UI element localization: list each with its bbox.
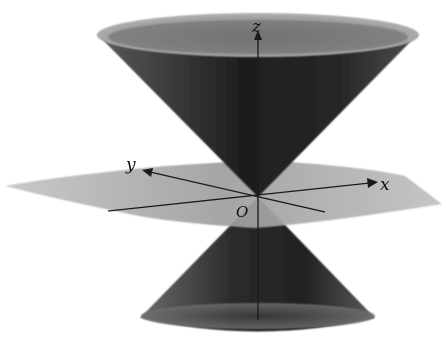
xy-plane <box>5 160 442 228</box>
x-axis-label: x <box>380 175 390 195</box>
x-axis-arrow <box>367 178 378 188</box>
x-axis-line <box>107 182 371 212</box>
axes <box>107 30 378 320</box>
y-axis-line <box>149 171 326 213</box>
z-axis-arrow <box>254 30 262 40</box>
z-axis-label: z <box>251 17 262 37</box>
y-axis-arrow <box>142 168 153 177</box>
origin-label: O <box>236 203 248 221</box>
y-axis-label: y <box>125 155 136 175</box>
